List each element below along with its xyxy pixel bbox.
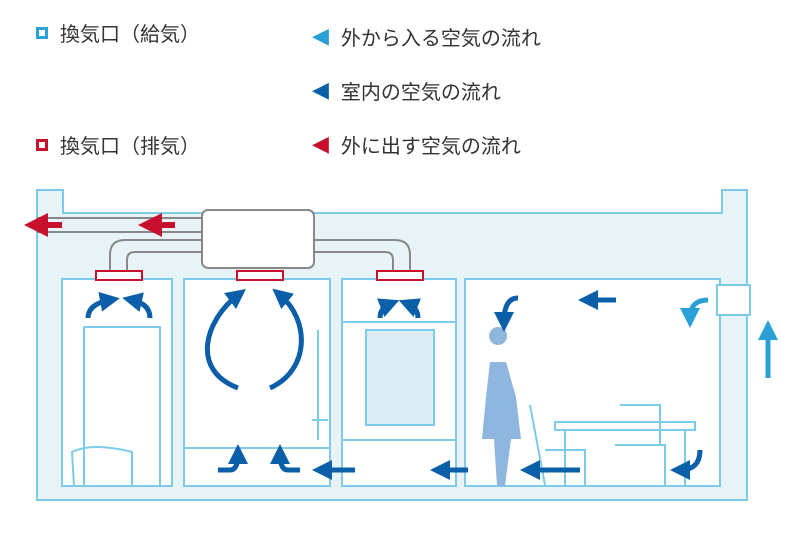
legend-exhaust-vent: 換気口（排気） — [36, 130, 200, 159]
exhaust-vents — [95, 270, 424, 281]
legend-label: 換気口（給気） — [60, 22, 200, 46]
legend-supply-vent: 換気口（給気） — [36, 18, 200, 47]
supply-vent — [716, 284, 751, 316]
dining-table — [554, 421, 696, 431]
legend-indoor: ◀ 室内の空気の流れ — [312, 76, 501, 105]
legend-label: 換気口（排気） — [60, 134, 200, 158]
room-bath — [183, 278, 331, 487]
legend-outside-in: ◀ 外から入る空気の流れ — [312, 22, 541, 51]
exhaust-vent-icon — [36, 138, 48, 151]
arrow-left-icon: ◀ — [312, 131, 329, 157]
shower — [312, 330, 328, 440]
legend-label: 室内の空気の流れ — [340, 80, 501, 104]
toilet — [70, 446, 133, 487]
ducts — [37, 217, 411, 272]
person-silhouette — [482, 327, 521, 486]
supply-vent-icon — [36, 26, 48, 39]
arrow-left-icon: ◀ — [312, 23, 329, 49]
supply-arrows — [680, 297, 778, 378]
room-toilet — [61, 278, 173, 487]
arrow-left-icon: ◀ — [312, 77, 329, 103]
legend-label: 外に出す空気の流れ — [340, 134, 521, 158]
legend-outside-out: ◀ 外に出す空気の流れ — [312, 130, 521, 159]
ventilation-unit — [201, 209, 315, 269]
mirror — [365, 329, 435, 426]
legend-label: 外から入る空気の流れ — [340, 26, 541, 50]
indoor-arrows — [85, 288, 703, 480]
